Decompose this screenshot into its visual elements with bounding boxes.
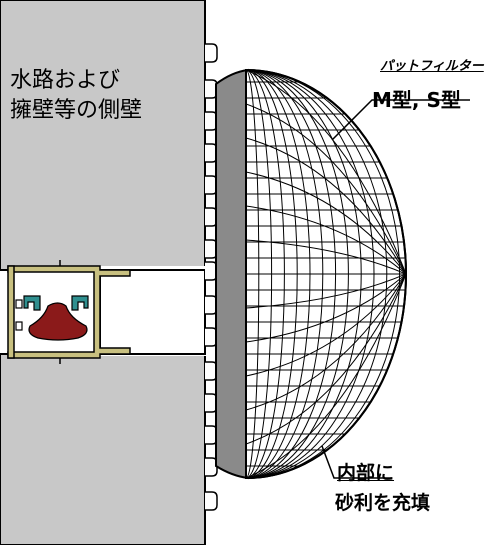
- mesh-curve: [246, 273, 406, 445]
- note-leader-line: [321, 445, 392, 479]
- wall-label: 水路および 擁壁等の側壁: [10, 66, 142, 126]
- mesh-curve: [246, 273, 406, 343]
- mesh-curve: [246, 103, 406, 275]
- mounting-tab: [205, 491, 218, 511]
- mesh-curve: [246, 273, 406, 377]
- wall-upper: [0, 0, 206, 271]
- filter-base-plate: [215, 68, 249, 480]
- mesh-curve: [246, 273, 406, 478]
- mesh-curve: [246, 239, 406, 275]
- product-name: パットフィルター: [380, 59, 484, 74]
- drain-pipe: [0, 266, 206, 356]
- clip-left: [23, 295, 41, 311]
- seal-gasket: [28, 302, 88, 341]
- fill-note-line1: 内部に: [337, 462, 395, 484]
- mesh-curve: [246, 70, 406, 275]
- product-leader-line: [331, 99, 470, 141]
- wall-lower: [0, 353, 206, 546]
- mesh-curve: [246, 273, 406, 309]
- mesh-curve: [246, 273, 406, 411]
- mesh-curve: [246, 205, 406, 275]
- pipe-fitting: [7, 260, 131, 364]
- wall-label-line2: 擁壁等の側壁: [10, 98, 143, 123]
- clip-right: [71, 295, 89, 311]
- wall-label-line1: 水路および: [10, 68, 121, 93]
- mounting-tab: [205, 43, 218, 63]
- product-types: M型, S型: [372, 88, 461, 112]
- mesh-curve: [246, 171, 406, 275]
- fill-note-line2: 砂利を充填: [335, 492, 431, 514]
- mesh-curve: [246, 137, 406, 275]
